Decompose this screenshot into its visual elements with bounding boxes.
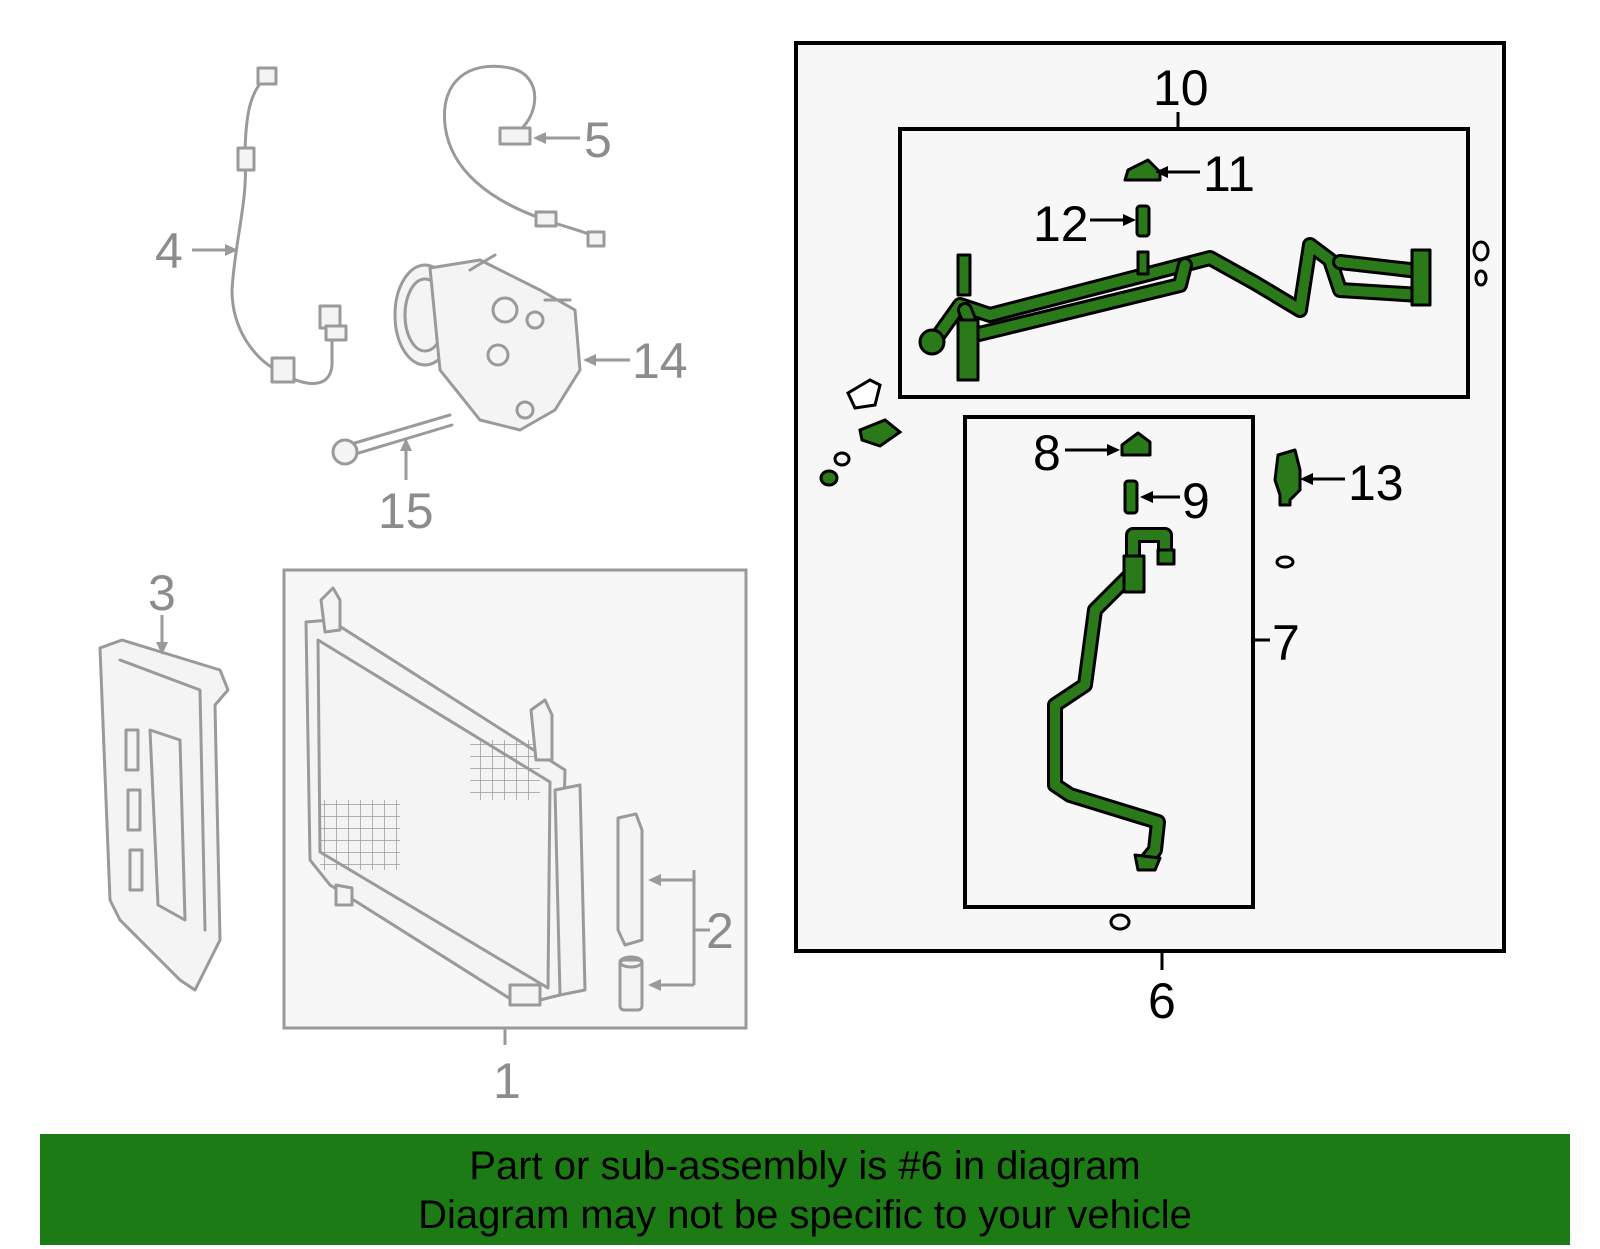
banner-line-1: Part or sub-assembly is #6 in diagram xyxy=(469,1144,1141,1188)
callout-1: 1 xyxy=(493,1053,521,1109)
hose-part-5[interactable] xyxy=(442,64,606,248)
ac-line-part-7[interactable] xyxy=(1047,527,1176,872)
callout-7: 7 xyxy=(1272,615,1300,671)
callout-3: 3 xyxy=(148,565,176,621)
callout-6: 6 xyxy=(1148,973,1176,1029)
leader-arrowheads xyxy=(156,132,1313,991)
sensor-part-13[interactable] xyxy=(1273,448,1302,507)
callout-9: 9 xyxy=(1182,473,1210,529)
callout-15: 15 xyxy=(378,483,434,539)
banner-line-2: Diagram may not be specific to your vehi… xyxy=(418,1193,1192,1237)
o-rings-right xyxy=(1109,240,1490,931)
compressor-part-14[interactable] xyxy=(393,253,582,432)
cap-part-8[interactable] xyxy=(1120,431,1152,457)
info-banner: Part or sub-assembly is #6 in diagram Di… xyxy=(40,1134,1570,1245)
drier-part-2[interactable] xyxy=(616,812,644,1012)
callout-8: 8 xyxy=(1033,425,1061,481)
callout-14: 14 xyxy=(632,333,688,389)
callout-13: 13 xyxy=(1348,455,1404,511)
callout-10: 10 xyxy=(1153,60,1209,116)
valve-core-part-12[interactable] xyxy=(1135,204,1151,238)
callout-4: 4 xyxy=(155,223,183,279)
callout-5: 5 xyxy=(584,112,612,168)
condenser-part-1[interactable] xyxy=(304,586,587,1007)
hose-part-4[interactable] xyxy=(230,66,348,385)
callout-11: 11 xyxy=(1203,146,1255,202)
bracket-part-3[interactable] xyxy=(98,638,230,992)
callout-12: 12 xyxy=(1033,196,1089,252)
ac-line-part-10[interactable] xyxy=(918,237,1432,382)
valve-core-part-9[interactable] xyxy=(1123,479,1139,515)
cap-part-11[interactable] xyxy=(1123,158,1162,182)
clamp-parts[interactable] xyxy=(819,378,903,487)
callout-2: 2 xyxy=(706,903,734,959)
box-part-7 xyxy=(963,415,1255,909)
bolt-part-15[interactable] xyxy=(331,413,454,466)
